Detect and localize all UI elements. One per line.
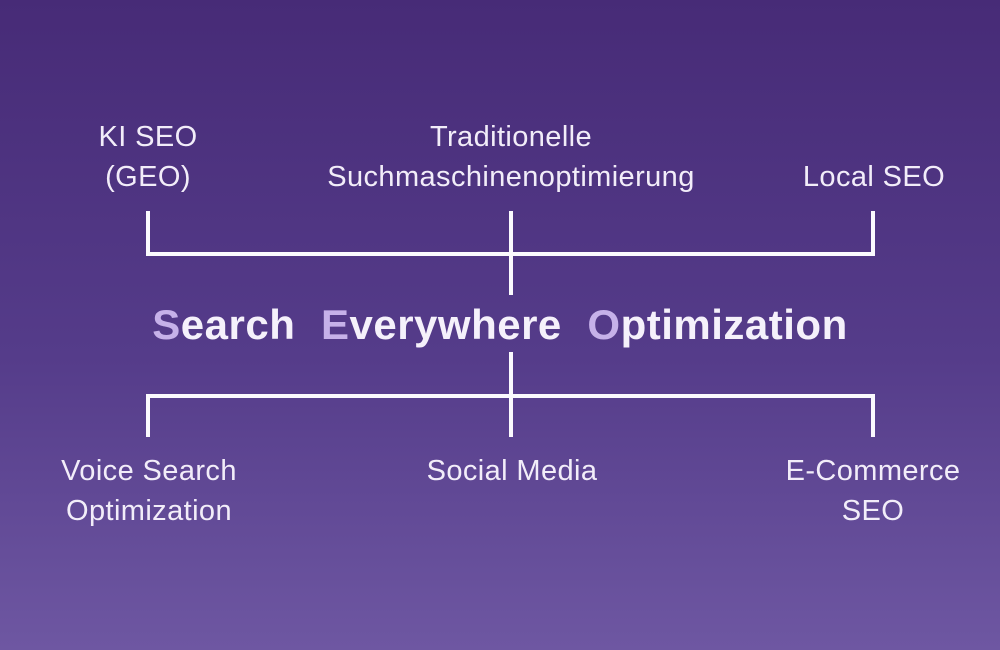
branch-label-social-media: Social Media [427, 451, 598, 491]
top-bracket-center-tick [509, 211, 513, 295]
branch-label-ki-seo-geo: KI SEO (GEO) [98, 117, 197, 197]
title-word-rest: ptimization [620, 301, 848, 348]
bottom-bracket-left-tick [146, 394, 150, 437]
top-bracket-left-tick [146, 211, 150, 256]
branch-label-local-seo: Local SEO [803, 157, 945, 197]
branch-label-line: Traditionelle [429, 121, 593, 153]
bottom-bracket-center-tick [509, 352, 513, 437]
branch-label-line: Voice Search [61, 455, 237, 487]
title-word-everywhere: Everywhere [321, 301, 562, 349]
branch-label-line: KI SEO [98, 121, 198, 153]
branch-label-line: Optimization [66, 495, 232, 527]
title-word-rest: verywhere [349, 301, 562, 348]
branch-label-line: (GEO) [105, 161, 191, 193]
branch-label-line: E-Commerce [785, 455, 961, 487]
branch-label-voice-search-optimization: Voice Search Optimization [61, 451, 237, 531]
branch-label-e-commerce-seo: E-Commerce SEO [786, 451, 961, 531]
title-word-search: Search [152, 301, 295, 349]
bottom-bracket-right-tick [871, 394, 875, 437]
main-title: Search Everywhere Optimization [0, 301, 1000, 349]
branch-label-line: SEO [841, 495, 905, 527]
top-bracket-right-tick [871, 211, 875, 256]
title-word-optimization: Optimization [587, 301, 847, 349]
branch-label-line: Suchmaschinenoptimierung [327, 161, 695, 193]
branch-label-traditionelle-suchmaschinenoptimierung: Traditionelle Suchmaschinenoptimierung [327, 117, 694, 197]
title-word-rest: earch [180, 301, 296, 348]
title-initial: O [587, 301, 621, 348]
branch-label-line: Local SEO [802, 161, 946, 193]
title-initial: S [152, 301, 181, 348]
branch-label-line: Social Media [426, 455, 598, 487]
title-initial: E [320, 301, 350, 348]
